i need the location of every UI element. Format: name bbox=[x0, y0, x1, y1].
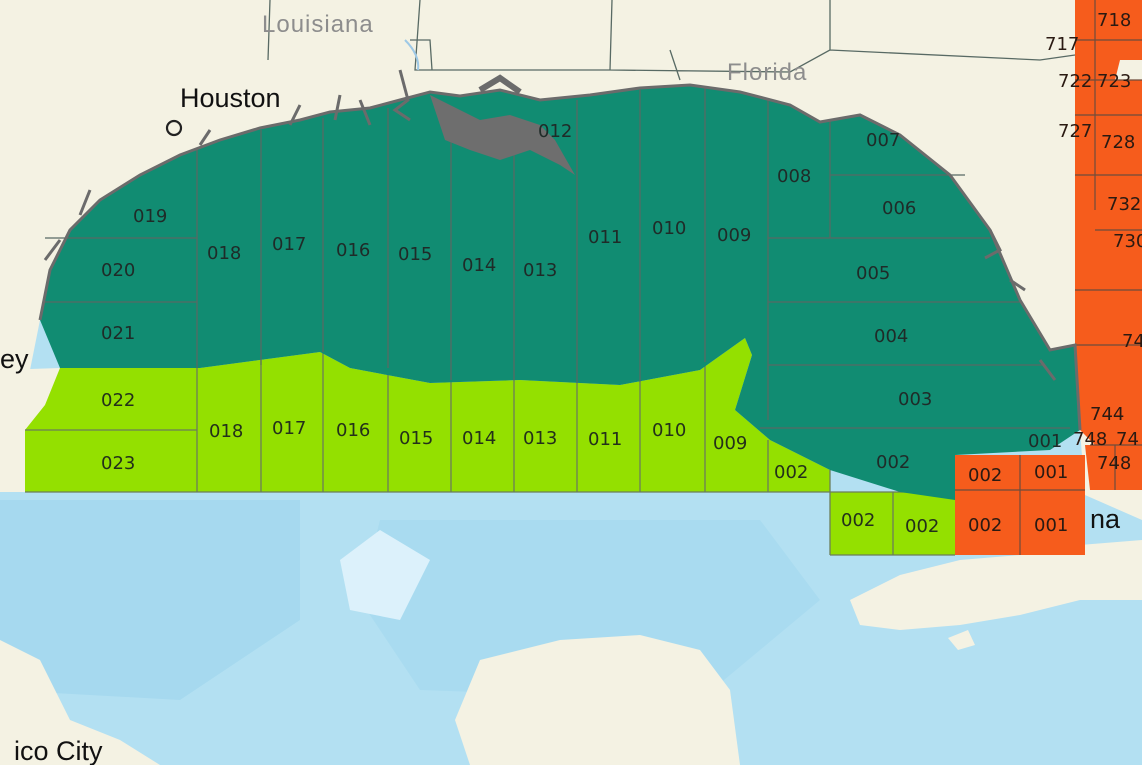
state-boundaries bbox=[267, 0, 1076, 81]
zone-label-007[interactable]: 007 bbox=[866, 130, 900, 151]
houston-marker-icon[interactable] bbox=[165, 119, 183, 137]
bay-inlets bbox=[43, 69, 411, 261]
offshore-label-002b[interactable]: 002 bbox=[841, 510, 875, 531]
deep-basin-shade bbox=[360, 520, 820, 700]
offshore-label-016[interactable]: 016 bbox=[336, 420, 370, 441]
zone-label-013[interactable]: 013 bbox=[523, 260, 557, 281]
zone-label-008[interactable]: 008 bbox=[777, 166, 811, 187]
north-land bbox=[0, 0, 1142, 380]
zone-label-021[interactable]: 021 bbox=[101, 323, 135, 344]
atlantic-label-002a[interactable]: 002 bbox=[968, 465, 1002, 486]
atlantic-label-001b[interactable]: 001 bbox=[1034, 515, 1068, 536]
cuba-land bbox=[850, 540, 1142, 630]
atlantic-label-728[interactable]: 728 bbox=[1101, 132, 1135, 153]
offshore-label-014[interactable]: 014 bbox=[462, 428, 496, 449]
zone-label-020[interactable]: 020 bbox=[101, 260, 135, 281]
atlantic-zone-florida[interactable] bbox=[1075, 80, 1142, 445]
offshore-label-013[interactable]: 013 bbox=[523, 428, 557, 449]
offshore-area[interactable] bbox=[25, 338, 955, 555]
label-ey: ey bbox=[0, 344, 29, 374]
zone-label-019[interactable]: 019 bbox=[133, 206, 167, 227]
zone-label-011[interactable]: 011 bbox=[588, 227, 622, 248]
label-na: na bbox=[1090, 504, 1121, 534]
zone-label-017[interactable]: 017 bbox=[272, 234, 306, 255]
offshore-label-015[interactable]: 015 bbox=[399, 428, 433, 449]
shelf-shade bbox=[0, 500, 300, 700]
yucatan-land bbox=[455, 635, 740, 765]
mexico-south-land bbox=[0, 640, 160, 765]
nearshore-zone-labels: 019 020 021 018 017 016 015 014 013 012 … bbox=[101, 121, 1062, 473]
mississippi-river bbox=[404, 39, 420, 71]
offshore-label-009[interactable]: 009 bbox=[713, 433, 747, 454]
atlantic-label-717[interactable]: 717 bbox=[1045, 34, 1079, 55]
offshore-zone-labels: 022 023 018 017 016 015 014 013 011 010 … bbox=[101, 390, 939, 537]
atlantic-zones[interactable] bbox=[955, 0, 1142, 555]
zone-label-015[interactable]: 015 bbox=[398, 244, 432, 265]
atlantic-label-748b[interactable]: 748 bbox=[1097, 453, 1131, 474]
atlantic-label-718[interactable]: 718 bbox=[1097, 10, 1131, 31]
atlantic-zone-labels: 718 717 722 723 727 728 732 730 74 744 7… bbox=[968, 10, 1142, 536]
zone-label-001[interactable]: 001 bbox=[1028, 431, 1062, 452]
label-mexico-city: ico City bbox=[14, 736, 103, 765]
zone-label-004[interactable]: 004 bbox=[874, 326, 908, 347]
offshore-label-011[interactable]: 011 bbox=[588, 429, 622, 450]
atlantic-label-74x[interactable]: 74 bbox=[1122, 331, 1142, 352]
zone-label-018[interactable]: 018 bbox=[207, 243, 241, 264]
offshore-zones[interactable] bbox=[25, 338, 955, 556]
florida-west-inlets bbox=[984, 229, 1057, 381]
zone-label-003[interactable]: 003 bbox=[898, 389, 932, 410]
zone-label-006[interactable]: 006 bbox=[882, 198, 916, 219]
offshore-label-002c[interactable]: 002 bbox=[905, 516, 939, 537]
offshore-zone-lines bbox=[25, 352, 955, 556]
offshore-label-022[interactable]: 022 bbox=[101, 390, 135, 411]
label-louisiana: Louisiana bbox=[262, 11, 374, 38]
atlantic-label-001a[interactable]: 001 bbox=[1034, 462, 1068, 483]
atlantic-label-744[interactable]: 744 bbox=[1090, 404, 1124, 425]
atlantic-label-727[interactable]: 727 bbox=[1058, 121, 1092, 142]
atlantic-label-748a[interactable]: 748 bbox=[1073, 429, 1107, 450]
nearshore-zones[interactable] bbox=[40, 85, 1080, 500]
atlantic-zone-lines bbox=[955, 0, 1142, 555]
atlantic-label-723[interactable]: 723 bbox=[1097, 71, 1131, 92]
atlantic-label-002b[interactable]: 002 bbox=[968, 515, 1002, 536]
shoal-shade bbox=[340, 530, 430, 620]
zone-label-002[interactable]: 002 bbox=[876, 452, 910, 473]
zone-label-012[interactable]: 012 bbox=[538, 121, 572, 142]
label-florida: Florida bbox=[727, 59, 807, 86]
offshore-label-002a[interactable]: 002 bbox=[774, 462, 808, 483]
isle-of-youth-land bbox=[948, 630, 975, 650]
offshore-label-018[interactable]: 018 bbox=[209, 421, 243, 442]
nearshore-zone-lines bbox=[45, 88, 1070, 429]
zone-label-016[interactable]: 016 bbox=[336, 240, 370, 261]
offshore-label-010[interactable]: 010 bbox=[652, 420, 686, 441]
coastline bbox=[38, 83, 1082, 431]
label-houston: Houston bbox=[180, 83, 281, 113]
delta-marsh bbox=[430, 95, 575, 175]
offshore-label-017[interactable]: 017 bbox=[272, 418, 306, 439]
offshore-label-023[interactable]: 023 bbox=[101, 453, 135, 474]
atlantic-label-722[interactable]: 722 bbox=[1058, 71, 1092, 92]
nearshore-area[interactable] bbox=[40, 85, 1080, 500]
zone-label-010[interactable]: 010 bbox=[652, 218, 686, 239]
atlantic-label-732[interactable]: 732 bbox=[1107, 194, 1141, 215]
zone-label-009[interactable]: 009 bbox=[717, 225, 751, 246]
atlantic-label-730[interactable]: 730 bbox=[1113, 231, 1142, 252]
lake-pontchartrain bbox=[478, 74, 522, 95]
zone-label-005[interactable]: 005 bbox=[856, 263, 890, 284]
atlantic-zone-keys[interactable] bbox=[1085, 445, 1142, 490]
atlantic-label-74y[interactable]: 74 bbox=[1116, 429, 1139, 450]
zone-label-014[interactable]: 014 bbox=[462, 255, 496, 276]
